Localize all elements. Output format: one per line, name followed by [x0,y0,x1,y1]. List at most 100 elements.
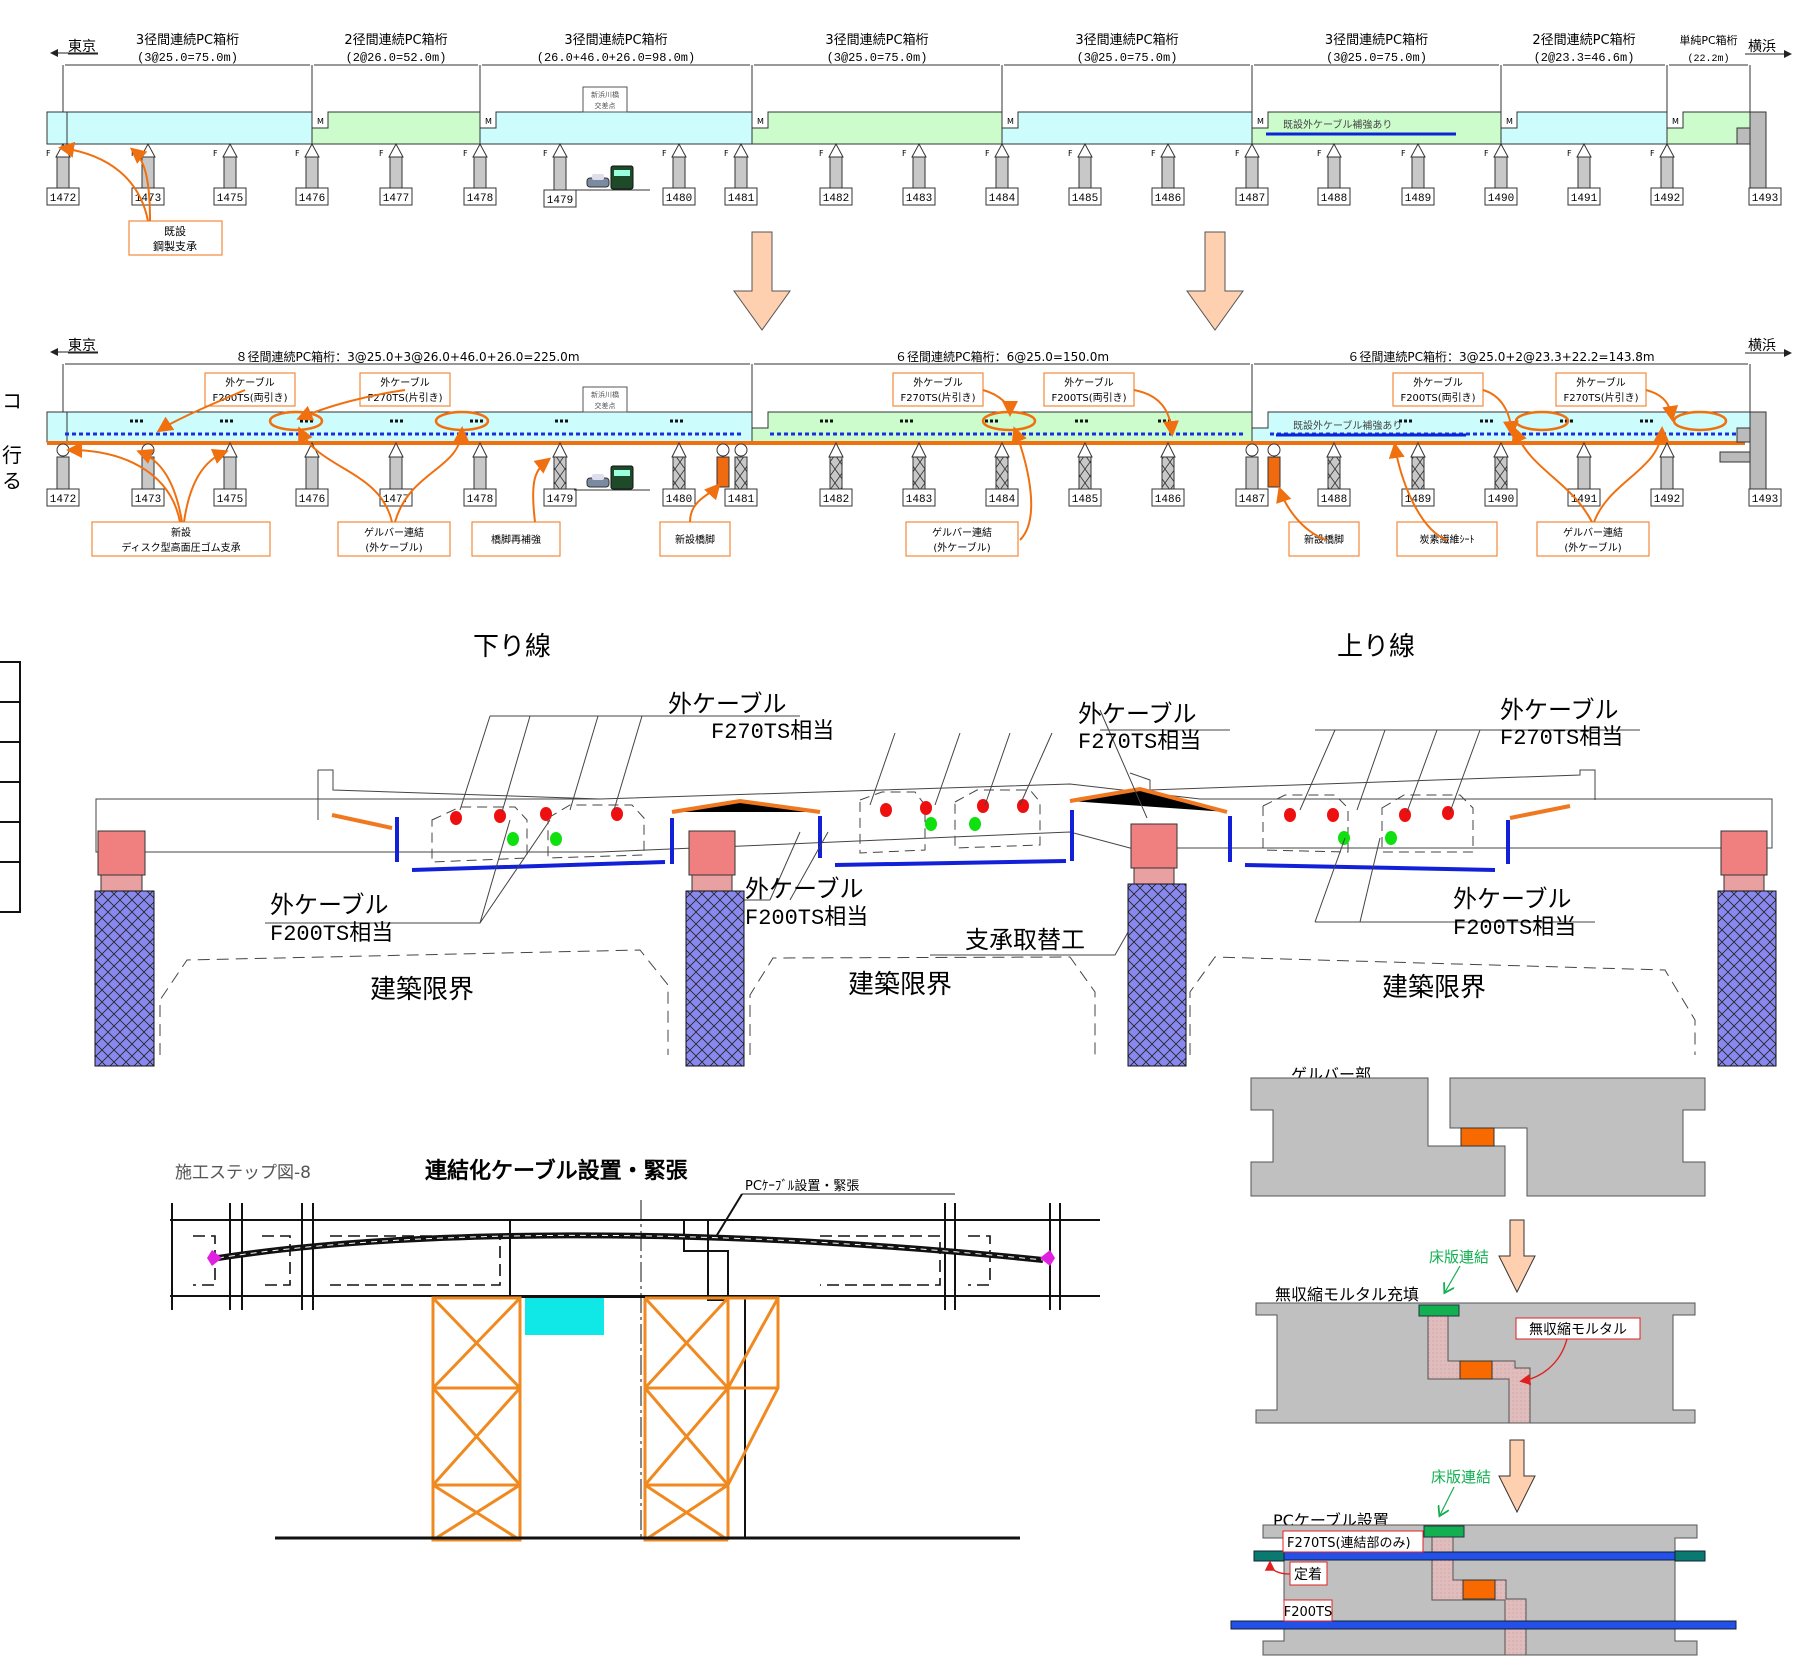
span-length: (26.0+46.0+26.0=98.0m) [537,51,695,65]
callout-leader [1511,426,1593,523]
pier-number: 1476 [299,494,325,506]
pier-number: 1475 [217,494,243,506]
step-title: 連結化ケーブル設置・緊張 [425,1158,689,1184]
pier-number-box [1484,187,1518,206]
bearing-device [1133,867,1175,885]
span-length: (2@26.0=52.0m) [346,51,447,65]
girder-right [1449,1077,1706,1197]
fixed-bearing-icon [1244,142,1260,158]
girder-span [62,111,313,145]
fixed-bearing-icon [140,142,156,158]
callout-text: 既設 [164,224,186,238]
parapet [317,769,601,820]
bearing-mark: F [1650,149,1655,158]
leader-line [713,1193,743,1241]
anchor-plate [1674,1550,1706,1562]
movable-bearing-icon [1267,443,1281,457]
pier-number-box [1317,488,1351,507]
bearing-mark: F [1235,149,1240,158]
bearing-mark: F [902,149,907,158]
pier-number-box [295,488,329,507]
callout-text: 外ケーブル [380,376,429,389]
pier-number: 1480 [666,494,692,506]
clearance-label: 建築限界 [370,975,474,1005]
intersection-box [582,386,628,413]
bottom-callout [91,521,271,557]
callout-leader [1276,486,1327,541]
pier-number-box [379,187,413,206]
span-length: (3@25.0=75.0m) [1077,51,1178,65]
span-title: 3径間連続PC箱桁 [1075,32,1178,48]
bearing-replacement-label: 支承取替工 [965,926,1085,954]
pier-number: 1479 [547,195,573,207]
bearing-mark: M [1257,117,1264,126]
span-title: 単純PC箱桁 [1679,33,1737,47]
callout-leader [66,442,181,523]
intersection-box [582,86,628,113]
f270-callout [1282,1530,1424,1553]
callout-text: (外ケーブル) [933,541,990,554]
pier-number: 1491 [1571,494,1598,506]
callout-leader [156,389,246,433]
box-cells [431,789,1474,863]
cross-section: 下り線 上り線 [94,632,1777,1067]
pier-number-box [1235,488,1269,507]
callout-leader [1011,426,1033,541]
pier-number-box [902,488,936,507]
span-length: (3@25.0=75.0m) [1326,51,1427,65]
pier-number: 1482 [823,193,849,205]
bearing-mark: F [819,149,824,158]
new-pier [716,456,730,488]
pier-number: 1492 [1654,193,1680,205]
up-line-label: 上り線 [1337,632,1415,662]
f270-cable-dot [920,801,932,815]
pier-number: 1490 [1488,494,1514,506]
fixed-bearing-icon [671,441,687,458]
pier-number-box [131,488,165,507]
anchor-icon [207,1250,222,1266]
bearing-mark: M [317,117,324,126]
fixed-bearing-icon [1410,441,1426,458]
callout-leader [394,426,470,523]
pier-number: 1478 [467,193,493,205]
span-length: (2@23.3=46.6m) [1534,51,1635,65]
bearing-mark: M [485,117,492,126]
f200-callout [1283,1599,1333,1622]
callout-text: 鋼製支承 [153,239,197,253]
girder-end [46,111,68,145]
f200-cable [1230,1620,1737,1630]
fixed-bearing-icon [1493,142,1509,158]
bearing-mark: M [1672,117,1679,126]
bearing-mark: F [724,149,729,158]
span-title: ６径間連続PC箱桁：6@25.0=150.0m [895,349,1109,364]
callout-text: F200TS(両引き) [212,392,287,404]
f270-cable-dot [611,807,623,821]
pier-number-box [662,187,696,206]
pier-number-box [1748,187,1782,206]
anchor-icon [1040,1250,1055,1266]
anchor-label: 定着 [1294,1567,1322,1583]
cable-label-name: 外ケーブル [668,690,787,718]
existing-cable-note: 既設外ケーブル補強あり [1293,419,1402,432]
bearing-device [1723,874,1765,892]
pier-number-box [46,488,80,507]
callout-text: 外ケーブル [913,376,962,389]
callout-leader [1593,426,1670,523]
bottom-callout [337,521,451,557]
bearing-device [100,874,143,892]
pier-number: 1487 [1239,494,1265,506]
callout-text: F270TS(片引き) [1563,391,1638,404]
cable-callout [359,372,451,407]
bearing-block [1462,1579,1496,1600]
f270-cable-dot [1442,806,1454,820]
girder-left [1250,1077,1506,1197]
callout-existing-bearing [128,220,223,256]
pointer-arrow [1440,1486,1455,1515]
fixed-bearing-icon [994,441,1010,458]
intersection-label: 新浜川橋 [591,390,619,399]
f270-cable-dot [1327,808,1339,822]
fixed-bearing-icon [472,142,488,158]
bearing-device [691,874,733,892]
bottom-callout [659,521,731,557]
